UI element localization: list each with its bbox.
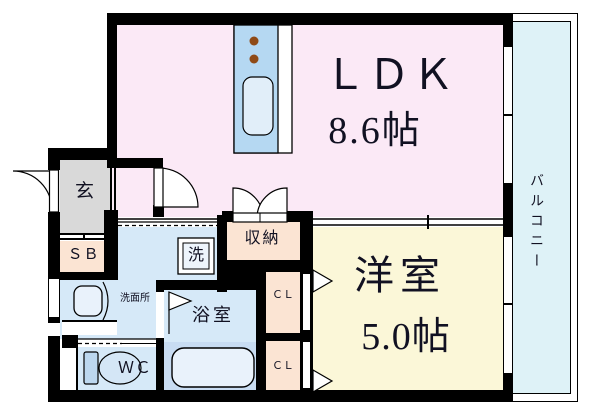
western-room-label: 洋室 xyxy=(354,253,446,298)
wall xyxy=(503,373,513,402)
wall xyxy=(222,211,233,222)
threshold-tick xyxy=(83,233,85,240)
wall xyxy=(217,215,227,292)
wall xyxy=(217,272,266,280)
sliding-door-icon xyxy=(313,217,503,227)
room-western xyxy=(311,227,503,390)
wc-thin-wall xyxy=(76,348,78,390)
shoe-box-label: ＳＢ xyxy=(67,247,100,263)
wall xyxy=(48,336,60,402)
wall xyxy=(156,290,164,391)
step-line xyxy=(110,168,112,212)
closet-lower-label: ＣＬ xyxy=(272,360,294,372)
wall xyxy=(503,183,513,237)
wall xyxy=(153,205,164,217)
wc-label: ＷＣ xyxy=(117,360,152,377)
entrance-label: 玄 xyxy=(74,181,94,202)
window-mullion xyxy=(503,114,513,116)
wall-gap xyxy=(48,323,60,336)
wall xyxy=(48,390,513,402)
service-niche xyxy=(62,322,117,335)
wall xyxy=(503,25,513,47)
wall xyxy=(48,160,60,170)
room-closet-upper xyxy=(266,272,300,333)
room-shoe-box xyxy=(60,241,107,272)
storage-label: 収納 xyxy=(244,230,281,247)
wall xyxy=(48,318,60,323)
balcony-floor xyxy=(512,21,571,394)
room-entrance xyxy=(58,157,111,235)
washroom-label: 洗面所 xyxy=(120,293,150,304)
wall xyxy=(107,13,117,168)
wall xyxy=(48,212,60,278)
niche-edge-line xyxy=(62,320,117,322)
closet-door-panel xyxy=(302,341,311,389)
wall xyxy=(287,211,300,222)
wall xyxy=(256,272,266,391)
wall xyxy=(266,333,300,341)
sliding-door-icon xyxy=(118,217,217,227)
room-closet-lower xyxy=(266,341,300,390)
closet-door-panel xyxy=(302,273,311,331)
balcony-label: バルコニー xyxy=(528,173,543,273)
sliding-door-tick xyxy=(427,215,429,229)
bath-door-opening xyxy=(156,292,164,338)
window-icon xyxy=(48,278,60,318)
bathtub-zone xyxy=(164,342,260,391)
entrance-door-icon xyxy=(12,170,53,211)
step-line xyxy=(114,168,116,212)
western-room-size-label: 5.0帖 xyxy=(361,316,451,358)
wc-side-niche xyxy=(62,348,76,390)
wall xyxy=(107,13,513,25)
wall xyxy=(217,260,300,272)
wall xyxy=(156,280,260,290)
ldk-label: ＬＤＫ xyxy=(323,53,456,99)
window-mullion xyxy=(503,303,513,305)
bathroom-label: 浴室 xyxy=(192,305,234,325)
wall xyxy=(104,210,118,280)
wall xyxy=(111,158,163,168)
laundry-label: 洗 xyxy=(187,247,204,264)
wall xyxy=(62,335,78,348)
closet-upper-label: ＣＬ xyxy=(272,289,294,301)
room-storage xyxy=(225,220,300,262)
wall xyxy=(48,148,117,160)
window-icon xyxy=(503,237,513,373)
wall xyxy=(60,272,117,280)
ldk-size-label: 8.6帖 xyxy=(328,110,422,152)
